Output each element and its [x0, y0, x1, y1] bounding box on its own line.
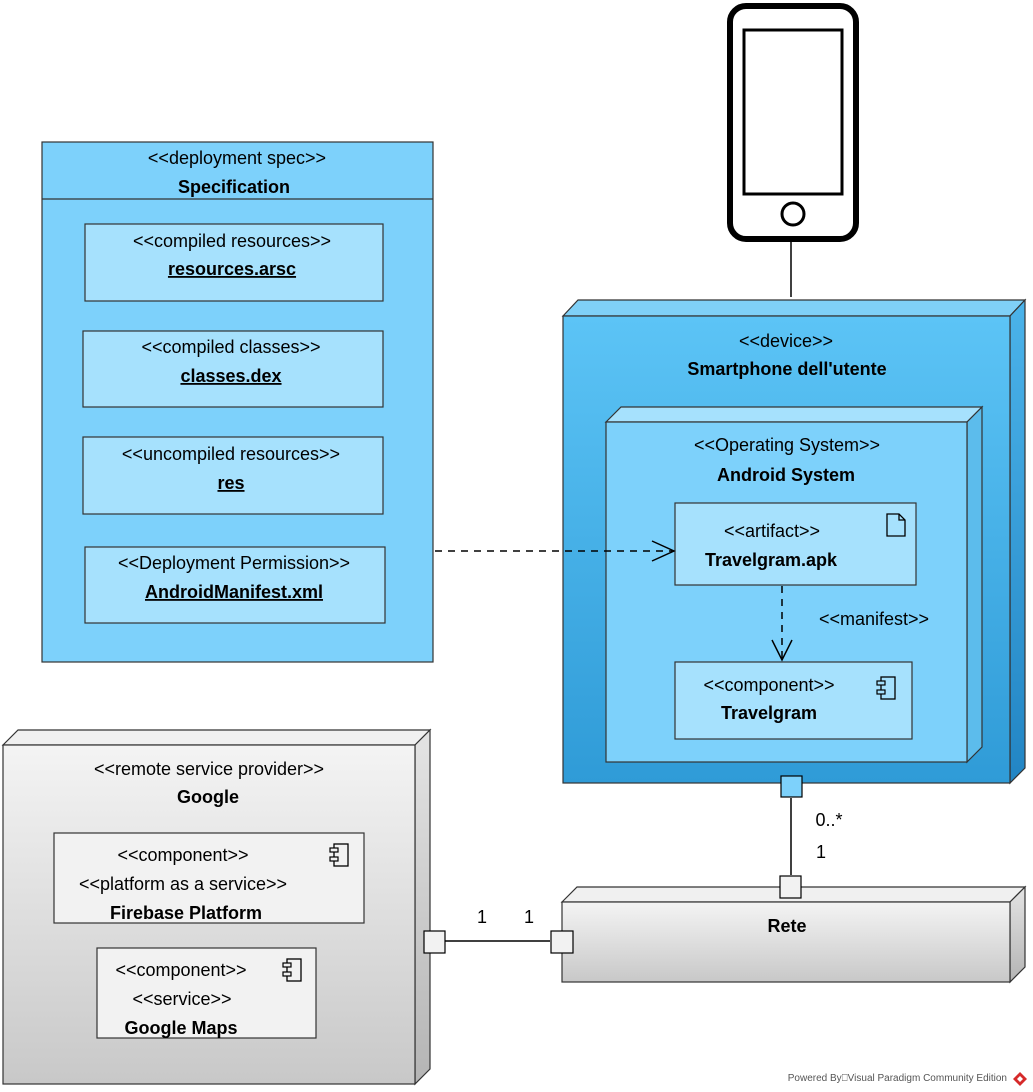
spec-name: Specification [178, 177, 290, 197]
component-icon [876, 676, 896, 700]
os-name: Android System [717, 465, 855, 485]
google-name: Google [177, 787, 239, 807]
artifact-name: res [217, 473, 244, 493]
artifact-stereotype: <<artifact>> [724, 521, 820, 541]
component-icon [282, 958, 302, 982]
artifact-classes-dex[interactable]: <<compiled classes>> classes.dex [82, 330, 384, 408]
manifest-label: <<manifest>> [819, 609, 929, 629]
device-stereotype: <<device>> [739, 331, 833, 351]
artifact-stereotype: <<compiled resources>> [133, 231, 331, 251]
os-node[interactable]: <<Operating System>> Android System <<ar… [604, 405, 984, 764]
maps-stereotype-2: <<service>> [132, 989, 231, 1009]
firebase-stereotype-2: <<platform as a service>> [79, 874, 287, 894]
component-firebase[interactable]: <<component>> <<platform as a service>> … [53, 832, 365, 924]
artifact-resources-arsc[interactable]: <<compiled resources>> resources.arsc [84, 223, 384, 302]
document-icon [886, 513, 906, 537]
multiplicity-label: 0..* [815, 810, 842, 830]
maps-stereotype-1: <<component>> [115, 960, 246, 980]
maps-name: Google Maps [124, 1018, 237, 1038]
visual-paradigm-logo-icon [1013, 1072, 1027, 1086]
firebase-name: Firebase Platform [110, 903, 262, 923]
artifact-res[interactable]: <<uncompiled resources>> res [82, 436, 384, 515]
rete-left-port [550, 930, 574, 954]
spec-stereotype: <<deployment spec>> [148, 148, 326, 168]
component-stereotype: <<component>> [703, 675, 834, 695]
artifact-stereotype: <<Deployment Permission>> [118, 553, 350, 573]
device-node[interactable]: <<device>> Smartphone dell'utente <<Oper… [561, 298, 1027, 785]
artifact-stereotype: <<uncompiled resources>> [122, 444, 340, 464]
firebase-stereotype-1: <<component>> [117, 845, 248, 865]
artifact-name: Travelgram.apk [705, 550, 838, 570]
component-icon [329, 843, 349, 867]
artifact-name: classes.dex [180, 366, 281, 386]
rete-top-port [779, 875, 802, 899]
multiplicity-label: 1 [816, 842, 826, 862]
component-travelgram[interactable]: <<component>> Travelgram [674, 661, 913, 740]
artifact-name: AndroidManifest.xml [145, 582, 323, 602]
multiplicity-label: 1 [477, 907, 487, 927]
artifact-android-manifest[interactable]: <<Deployment Permission>> AndroidManifes… [84, 546, 386, 624]
smartphone-icon [727, 3, 859, 242]
deployment-spec[interactable]: <<deployment spec>> Specification <<comp… [41, 141, 434, 663]
artifact-travelgram-apk[interactable]: <<artifact>> Travelgram.apk [674, 502, 917, 586]
rete-name: Rete [767, 916, 806, 936]
google-port [423, 930, 446, 954]
device-port [780, 775, 803, 798]
component-name: Travelgram [721, 703, 817, 723]
component-google-maps[interactable]: <<component>> <<service>> Google Maps [96, 947, 317, 1039]
footer-credit: Powered By⎕Visual Paradigm Community Edi… [787, 1073, 1007, 1084]
artifact-name: resources.arsc [168, 259, 296, 279]
os-stereotype: <<Operating System>> [694, 435, 880, 455]
multiplicity-label: 1 [524, 907, 534, 927]
device-name: Smartphone dell'utente [687, 359, 886, 379]
google-stereotype: <<remote service provider>> [94, 759, 324, 779]
google-node[interactable]: <<remote service provider>> Google <<com… [1, 728, 432, 1086]
rete-node[interactable]: Rete [560, 885, 1027, 984]
artifact-stereotype: <<compiled classes>> [141, 337, 320, 357]
